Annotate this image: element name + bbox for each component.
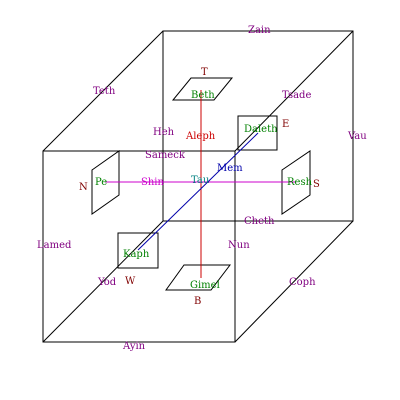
face-top-marker	[171, 77, 234, 101]
face-bottom-marker	[165, 264, 232, 291]
face-label-beth: Beth	[191, 90, 215, 101]
edge-label-heh: Heh	[153, 127, 175, 138]
face-west-marker	[91, 150, 120, 215]
face-front-marker	[117, 232, 159, 269]
direction-label-bottom: B	[194, 296, 201, 307]
edge-bottom-left	[42, 220, 164, 343]
cube-edges	[42, 30, 354, 343]
face-label-resh: Resh	[287, 177, 313, 188]
direction-label-west: W	[125, 276, 136, 287]
cube-front-face	[42, 150, 236, 343]
face-label-pe: Pe	[95, 177, 107, 188]
face-markers	[91, 77, 311, 291]
edge-label-vau: Vau	[347, 131, 367, 142]
cube-back-face	[162, 30, 354, 222]
edge-label-ayin: Ayin	[122, 341, 146, 352]
edge-label-tsade: Tsade	[282, 90, 311, 101]
edge-label-teth: Teth	[93, 86, 116, 97]
direction-labels: T E N S W B	[79, 67, 320, 307]
edge-label-cheth: Cheth	[244, 216, 275, 227]
edge-label-zain: Zain	[248, 25, 271, 36]
edge-labels: Zain Teth Tsade Vau Heh Cheth Lamed Nun …	[37, 25, 367, 352]
direction-label-south: S	[313, 179, 320, 190]
direction-label-north: N	[79, 182, 88, 193]
edge-label-yod: Yod	[97, 277, 117, 288]
mother-label-mem: Mem	[217, 163, 243, 174]
center-label-samech: Sameck	[145, 150, 186, 161]
edge-label-nun: Nun	[228, 240, 250, 251]
edge-top-right	[234, 30, 354, 152]
mother-label-aleph: Aleph	[185, 131, 216, 142]
face-labels: Beth Daleth Pe Resh Kaph Gimel	[95, 90, 313, 291]
face-back-marker	[237, 115, 278, 151]
mem-axis-line	[137, 132, 259, 251]
face-label-kaph: Kaph	[123, 249, 150, 260]
edge-label-lamed: Lamed	[37, 240, 72, 251]
edge-bottom-right	[234, 220, 354, 343]
direction-label-top: T	[201, 67, 208, 78]
edge-top-left	[42, 30, 164, 152]
edge-label-coph: Coph	[289, 277, 316, 288]
center-label-tau: Tau	[191, 175, 210, 186]
mother-label-shin: Shin	[141, 177, 164, 188]
face-east-marker	[281, 150, 311, 215]
face-label-daleth: Daleth	[244, 124, 278, 135]
face-label-gimel: Gimel	[190, 280, 220, 291]
direction-label-east: E	[282, 119, 289, 130]
